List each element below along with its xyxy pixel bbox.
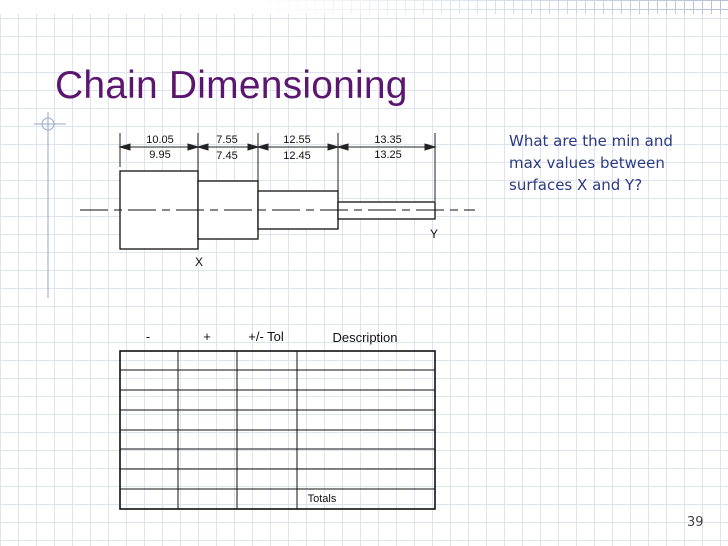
header-tolerance: +/- Tol [248,329,284,344]
surface-label-y: Y [430,227,438,241]
dim-2-min: 7.45 [216,150,237,162]
dim-4-min: 13.25 [374,149,402,161]
header-plus: + [203,329,211,344]
dim-1-min: 9.95 [149,149,170,161]
slide-title: Chain Dimensioning [55,64,408,107]
surface-label-x: X [195,255,203,269]
table-headers: - + +/- Tol Description [146,329,398,345]
page-number: 39 [687,515,704,530]
totals-label: Totals [308,493,337,505]
crosshair-decoration [34,112,66,298]
header-minus: - [146,329,150,344]
question-text: What are the min and max values between … [509,132,673,194]
dim-3-max: 12.55 [283,134,311,146]
dim-4-max: 13.35 [374,134,402,146]
tolerance-table: - + +/- Tol Description Totals [119,329,436,510]
top-decoration-band [0,0,728,14]
dimension-values: 10.05 9.95 7.55 7.45 12.55 12.45 13.35 1… [146,134,402,162]
dimension-chain [118,133,437,201]
dim-2-max: 7.55 [216,134,237,146]
dim-3-min: 12.45 [283,150,311,162]
header-description: Description [332,330,397,345]
dim-1-max: 10.05 [146,134,174,146]
table-grid [119,350,436,510]
